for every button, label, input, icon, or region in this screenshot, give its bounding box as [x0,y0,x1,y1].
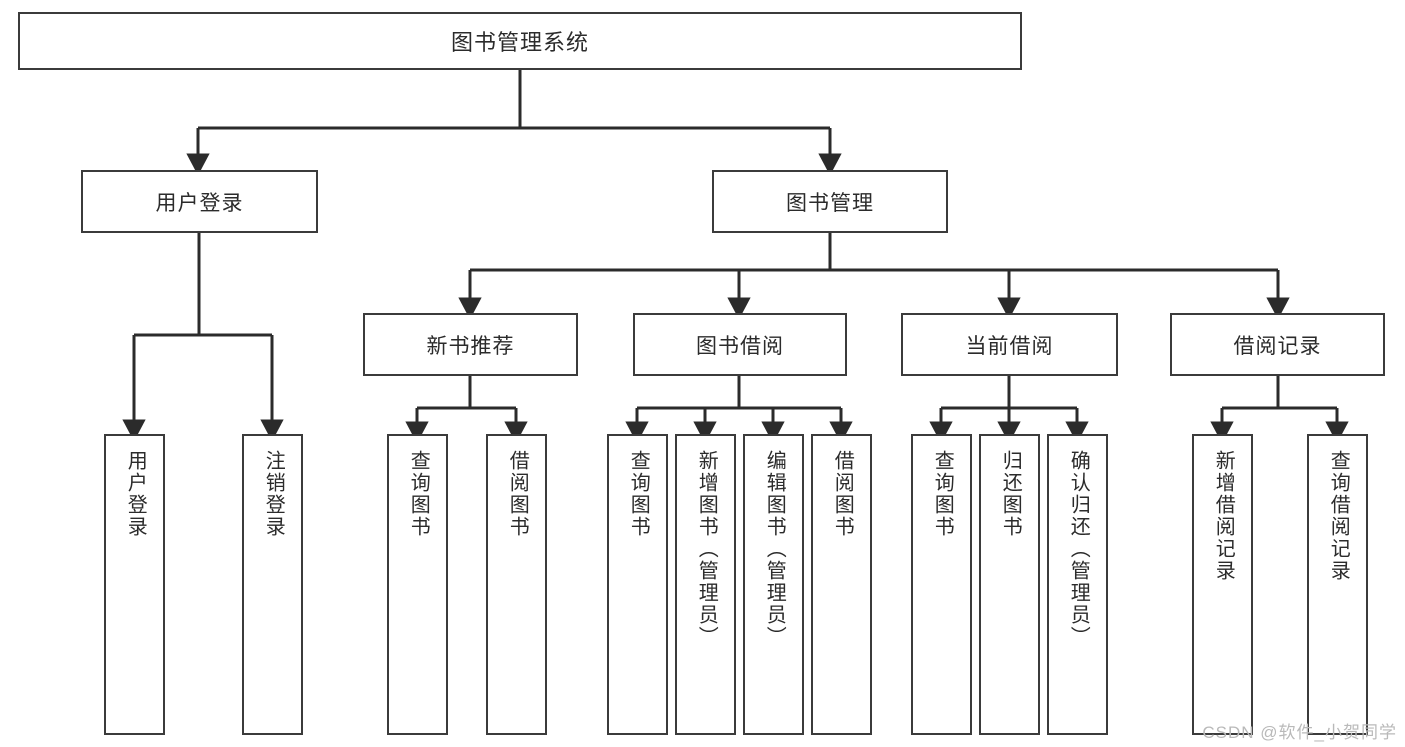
node-book-borrow[interactable]: 图书借阅 [633,313,847,376]
leaf-book-borrow-query[interactable]: 查询图书 [607,434,668,735]
node-label: 新增图书（管理员） [695,450,718,648]
node-label: 确认归还（管理员） [1067,450,1090,648]
node-label: 用户登录 [155,191,244,215]
node-label: 注销登录 [262,450,285,538]
node-label: 借阅图书 [506,450,529,538]
leaf-new-book-query[interactable]: 查询图书 [387,434,448,735]
leaf-current-borrow-return[interactable]: 归还图书 [979,434,1040,735]
node-label: 借阅图书 [831,450,854,538]
node-label: 归还图书 [999,450,1022,538]
node-label: 查询图书 [627,450,650,538]
node-label: 当前借阅 [965,334,1054,358]
node-user-login[interactable]: 用户登录 [81,170,318,233]
leaf-book-borrow-edit-admin[interactable]: 编辑图书（管理员） [743,434,804,735]
leaf-current-borrow-query[interactable]: 查询图书 [911,434,972,735]
node-borrow-record[interactable]: 借阅记录 [1170,313,1385,376]
node-label: 编辑图书（管理员） [763,450,786,648]
node-label: 借阅记录 [1233,334,1322,358]
node-new-book-recommend[interactable]: 新书推荐 [363,313,578,376]
leaf-user-login-signin[interactable]: 用户登录 [104,434,165,735]
node-book-management[interactable]: 图书管理 [712,170,948,233]
leaf-borrow-record-add[interactable]: 新增借阅记录 [1192,434,1253,735]
node-label: 图书管理 [786,191,874,215]
node-label: 查询图书 [407,450,430,538]
node-label: 查询图书 [931,450,954,538]
node-label: 用户登录 [124,450,147,538]
node-label: 查询借阅记录 [1327,450,1350,582]
node-current-borrow[interactable]: 当前借阅 [901,313,1118,376]
leaf-borrow-record-query[interactable]: 查询借阅记录 [1307,434,1368,735]
leaf-user-login-signout[interactable]: 注销登录 [242,434,303,735]
leaf-new-book-borrow[interactable]: 借阅图书 [486,434,547,735]
node-label: 新增借阅记录 [1212,450,1235,582]
leaf-book-borrow-borrow[interactable]: 借阅图书 [811,434,872,735]
node-label: 新书推荐 [426,334,515,358]
leaf-current-borrow-confirm-admin[interactable]: 确认归还（管理员） [1047,434,1108,735]
leaf-book-borrow-add-admin[interactable]: 新增图书（管理员） [675,434,736,735]
node-root-system[interactable]: 图书管理系统 [18,12,1022,70]
node-label: 图书借阅 [696,334,784,358]
node-label: 图书管理系统 [450,30,589,55]
